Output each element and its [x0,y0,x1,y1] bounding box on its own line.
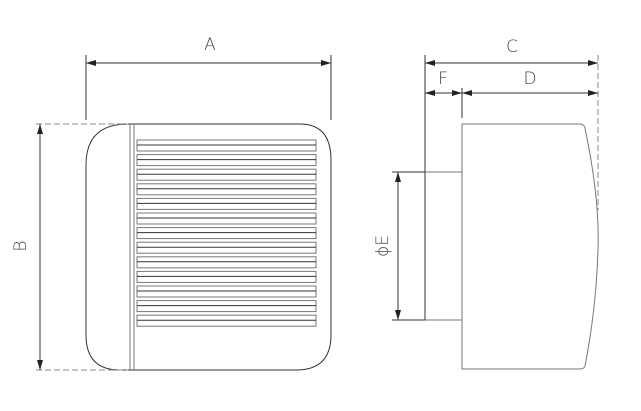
housing-outline [85,123,332,371]
front-view: A B [11,35,332,371]
dimension-e-label: ϕE [373,235,393,257]
side-view: C F D ϕE [373,37,599,370]
louver-grille [136,139,317,327]
dimension-b-label: B [11,240,31,251]
dimension-c-label: C [506,37,518,57]
body-outline [461,123,599,370]
dimension-a-label: A [204,35,216,55]
duct-outline [425,171,462,321]
dimension-d-label: D [523,69,536,89]
dimension-f-label: F [438,69,448,89]
